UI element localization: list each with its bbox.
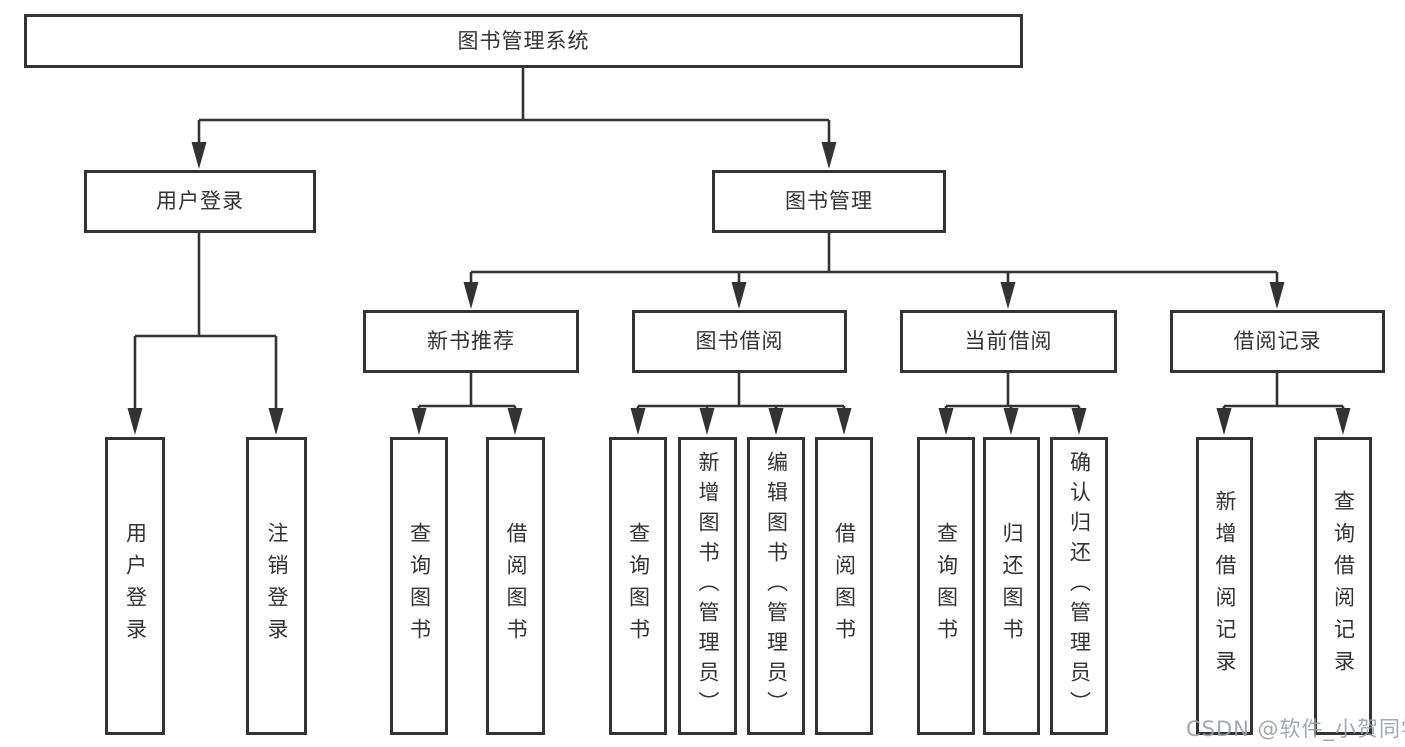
node-leaf-query-book-current: 查询图书 xyxy=(917,437,975,735)
node-leaf-user-login: 用户登录 xyxy=(105,437,165,735)
node-leaf-borrow-book-recommend: 借阅图书 xyxy=(486,437,545,735)
node-root: 图书管理系统 xyxy=(24,14,1023,68)
node-user-login: 用户登录 xyxy=(84,170,316,233)
node-leaf-borrow-book: 借阅图书 xyxy=(815,437,873,735)
node-leaf-query-book-recommend: 查询图书 xyxy=(390,437,448,735)
node-leaf-return-book: 归还图书 xyxy=(983,437,1040,735)
node-leaf-query-book-borrow: 查询图书 xyxy=(609,437,667,735)
node-new-book-recommend: 新书推荐 xyxy=(363,310,579,373)
watermark-text: CSDN @软件_小贺同学 xyxy=(1186,717,1405,741)
node-book-borrow: 图书借阅 xyxy=(632,310,847,373)
node-current-borrow: 当前借阅 xyxy=(900,310,1117,373)
node-leaf-add-borrow-record: 新增借阅记录 xyxy=(1196,437,1253,735)
node-leaf-query-borrow-record: 查询借阅记录 xyxy=(1314,437,1372,735)
node-borrow-record: 借阅记录 xyxy=(1170,310,1385,373)
node-leaf-edit-book-admin: 编辑图书（管理员） xyxy=(747,437,805,735)
node-leaf-confirm-return-admin: 确认归还（管理员） xyxy=(1050,437,1108,735)
node-book-management: 图书管理 xyxy=(712,170,946,233)
node-leaf-logout: 注销登录 xyxy=(246,437,307,735)
node-leaf-add-book-admin: 新增图书（管理员） xyxy=(678,437,737,735)
